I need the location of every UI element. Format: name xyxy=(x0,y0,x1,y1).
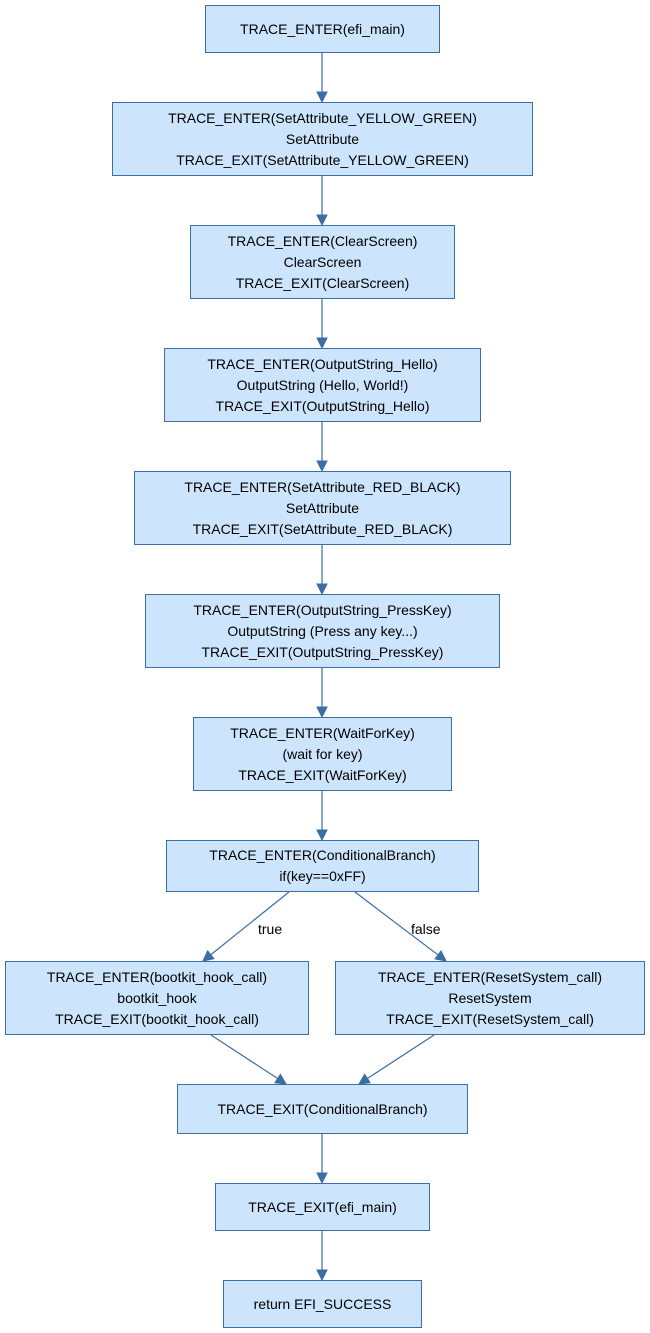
node-bootkit-hook-call: TRACE_ENTER(bootkit_hook_call) bootkit_ho… xyxy=(5,961,309,1035)
node-line: ClearScreen xyxy=(283,253,362,270)
node-line: return EFI_SUCCESS xyxy=(253,1295,392,1312)
node-efi-main-exit: TRACE_EXIT(efi_main) xyxy=(215,1183,430,1231)
edge-resetsystem-call-to-conditionalbranch-exit xyxy=(367,1034,435,1080)
node-conditionalbranch-exit: TRACE_EXIT(ConditionalBranch) xyxy=(177,1084,468,1134)
node-resetsystem-call: TRACE_ENTER(ResetSystem_call) ResetSystem… xyxy=(335,961,645,1035)
node-line: if(key==0xFF) xyxy=(279,868,366,884)
arrowhead-waitforkey-to-conditionalbranch-enter xyxy=(316,829,328,842)
node-line: TRACE_EXIT(SetAttribute_YELLOW_GREEN) xyxy=(176,151,469,168)
node-line: (wait for key) xyxy=(282,745,363,762)
node-line: TRACE_EXIT(bootkit_hook_call) xyxy=(55,1010,259,1027)
node-line: TRACE_ENTER(WaitForKey) xyxy=(230,724,415,741)
arrowhead-setattribute-yellow-green-to-clearscreen xyxy=(316,214,328,227)
node-line: TRACE_EXIT(ResetSystem_call) xyxy=(386,1010,594,1027)
node-waitforkey: TRACE_ENTER(WaitForKey) (wait for key) TRA… xyxy=(193,717,452,791)
node-outputstring-hello: TRACE_ENTER(OutputString_Hello) OutputStr… xyxy=(164,348,481,422)
node-line: TRACE_EXIT(SetAttribute_RED_BLACK) xyxy=(192,520,453,537)
node-line: TRACE_EXIT(OutputString_PressKey) xyxy=(201,643,444,660)
arrowhead-conditionalbranch-enter-to-resetsystem-call xyxy=(434,950,447,962)
arrowhead-efi-main-enter-to-setattribute-yellow-green xyxy=(316,91,328,104)
node-line: TRACE_EXIT(OutputString_Hello) xyxy=(215,397,430,414)
arrowhead-bootkit-hook-call-to-conditionalbranch-exit xyxy=(274,1073,287,1085)
arrowhead-outputstring-presskey-to-waitforkey xyxy=(316,706,328,719)
node-outputstring-presskey: TRACE_ENTER(OutputString_PressKey) Output… xyxy=(145,594,500,668)
edge-label-false: false xyxy=(411,921,441,937)
node-efi-main-enter: TRACE_ENTER(efi_main) xyxy=(205,5,440,53)
edge-conditionalbranch-enter-to-bootkit-hook-call xyxy=(210,891,290,956)
node-line: SetAttribute xyxy=(285,130,360,147)
arrowhead-clearscreen-to-outputstring-hello xyxy=(316,337,328,350)
node-setattribute-red-black: TRACE_ENTER(SetAttribute_RED_BLACK) SetAt… xyxy=(134,471,511,545)
node-line: TRACE_ENTER(ClearScreen) xyxy=(227,232,418,249)
arrowhead-setattribute-red-black-to-outputstring-presskey xyxy=(316,583,328,596)
node-conditionalbranch-enter: TRACE_ENTER(ConditionalBranch) if(key==0x… xyxy=(166,840,479,892)
node-line: TRACE_EXIT(ClearScreen) xyxy=(235,274,410,291)
node-line: TRACE_EXIT(WaitForKey) xyxy=(238,766,407,783)
edge-label-true: true xyxy=(258,921,283,937)
node-line: OutputString (Hello, World!) xyxy=(236,376,409,393)
node-line: TRACE_ENTER(OutputString_PressKey) xyxy=(193,601,452,618)
node-line: TRACE_ENTER(efi_main) xyxy=(240,20,405,37)
arrowhead-conditionalbranch-exit-to-efi-main-exit xyxy=(316,1172,328,1185)
node-line: TRACE_ENTER(OutputString_Hello) xyxy=(207,355,438,372)
node-line: TRACE_EXIT(efi_main) xyxy=(248,1198,397,1215)
node-line: SetAttribute xyxy=(285,499,360,516)
node-setattribute-yellow-green: TRACE_ENTER(SetAttribute_YELLOW_GREEN) Se… xyxy=(112,102,533,176)
node-line: ResetSystem xyxy=(448,989,532,1006)
arrowhead-outputstring-hello-to-setattribute-red-black xyxy=(316,460,328,473)
node-line: TRACE_ENTER(SetAttribute_RED_BLACK) xyxy=(184,478,461,495)
node-line: TRACE_ENTER(SetAttribute_YELLOW_GREEN) xyxy=(168,109,477,126)
node-line: OutputString (Press any key...) xyxy=(227,622,418,639)
arrowhead-conditionalbranch-enter-to-bootkit-hook-call xyxy=(202,949,215,962)
edge-bootkit-hook-call-to-conditionalbranch-exit xyxy=(210,1034,278,1080)
node-line: TRACE_ENTER(ConditionalBranch) xyxy=(209,847,436,863)
node-line: TRACE_ENTER(bootkit_hook_call) xyxy=(46,968,268,985)
node-line: TRACE_EXIT(ConditionalBranch) xyxy=(217,1100,428,1117)
edge-conditionalbranch-enter-to-resetsystem-call xyxy=(354,891,439,956)
node-line: bootkit_hook xyxy=(117,989,197,1006)
node-return-efi-success: return EFI_SUCCESS xyxy=(223,1280,422,1328)
node-line: TRACE_ENTER(ResetSystem_call) xyxy=(377,968,603,985)
arrowhead-resetsystem-call-to-conditionalbranch-exit xyxy=(358,1073,371,1085)
arrowhead-efi-main-exit-to-return-efi-success xyxy=(316,1269,328,1282)
